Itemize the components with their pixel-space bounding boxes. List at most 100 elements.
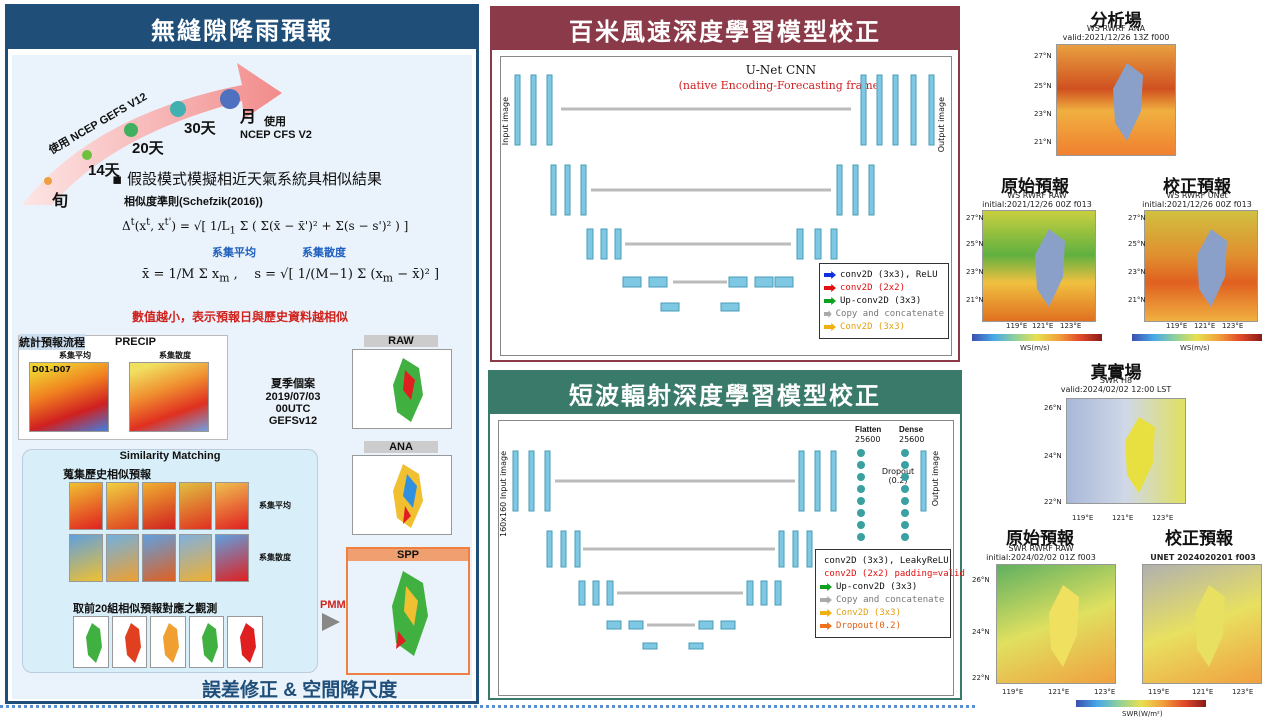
timeline-dot — [170, 101, 186, 117]
results-column: 分析場 WS RWRF ANA valid:2021/12/26 13Z f00… — [966, 0, 1280, 720]
legend-item: conv2D (2x2) — [824, 283, 944, 293]
ens-spread-label: 系集散度 — [302, 247, 346, 259]
ws-unit: WS(m/s) — [1020, 344, 1050, 352]
precip-spread-map — [129, 362, 209, 432]
cor2-title: 校正預報 — [1165, 529, 1233, 549]
similarity-matching-box: Similarity Matching 蒐集歷史相似預報 系集平均 系集散度 取… — [22, 449, 318, 673]
legend-item: Conv2D (3x3) — [820, 608, 946, 618]
swr-colorbar — [1076, 700, 1206, 707]
true-title: 真實場 — [1090, 363, 1142, 383]
n25600-a: 25600 — [855, 435, 881, 444]
bullet-label: 假設模式模擬相近天氣系統具相似結果 — [126, 170, 382, 188]
flow-box: 統計預報流程 PRECIP 系集平均 系集散度 D01-D07 — [18, 334, 228, 440]
true-swr-map — [1066, 398, 1186, 504]
raw-swr-map — [996, 564, 1116, 684]
t-30: 30天 — [184, 120, 216, 137]
cor-sub1: WS RWRF UNet — [1166, 191, 1228, 200]
seamless-forecast-panel: 無縫隙降雨預報 使用 NCEP GEFS V12 旬 14天 20天 30天 月… — [5, 4, 479, 704]
raw-title: 原始預報 — [1001, 177, 1069, 197]
timeline-arrow — [22, 63, 282, 205]
collect-label: 蒐集歷史相似預報 — [63, 469, 151, 481]
timeline-dot — [124, 123, 138, 137]
wind-legend: conv2D (3x3), ReLU conv2D (2x2) Up-conv2… — [819, 263, 949, 339]
legend-item: Copy and concatenate — [820, 595, 946, 605]
precip-mean-map: D01-D07 — [29, 362, 109, 432]
solar-unet-blocks — [512, 449, 927, 650]
legend-item: conv2D (2x2) padding=valid — [824, 569, 965, 579]
ana-title: 分析場 — [1090, 11, 1142, 31]
dense-label: Dense — [899, 425, 924, 434]
ana-ws-map — [1056, 44, 1176, 156]
t-month: 月 — [240, 109, 257, 126]
ana-label: ANA — [364, 441, 438, 453]
unet-ws-map — [1144, 210, 1258, 322]
t-20: 20天 — [132, 140, 164, 157]
bullet-text: ▪ 假設模式模擬相近天氣系統具相似結果 — [112, 170, 382, 188]
footer-title: 誤差修正 & 空間降尺度 — [202, 680, 398, 701]
spp-box: SPP — [346, 547, 470, 675]
timeline-dot — [220, 89, 240, 109]
raw-sub2: initial:2021/12/26 00Z f013 — [982, 200, 1092, 209]
mean-spread-formula: x̄ = 1/M Σ xm , s = √[ 1/(M−1) Σ (xm − x… — [142, 267, 440, 285]
swr-unit: SWR(W/m²) — [1122, 710, 1163, 718]
wind-unet-diagram: U-Net CNN (native Encoding-Forecasting f… — [500, 56, 952, 356]
unet-label: U-Net CNN — [745, 63, 817, 77]
raw2-sub2: initial:2024/02/02 01Z f003 — [986, 553, 1096, 562]
ens-mean-label: 系集平均 — [212, 247, 256, 259]
ana-sub2: valid:2021/12/26 13Z f000 — [1062, 33, 1170, 42]
t-14: 14天 — [88, 162, 120, 179]
cfs-label: 使用 — [264, 116, 286, 128]
wind-panel: 百米風速深度學習模型校正 U-Net CNN (native Encoding-… — [490, 6, 960, 362]
ws-colorbar-2 — [1132, 334, 1262, 341]
flow-label: 統計預報流程 — [19, 334, 85, 350]
solar-title: 短波輻射深度學習模型校正 — [490, 372, 960, 414]
timeline-dot — [44, 177, 52, 185]
note-label: 數值越小，表示預報日與歷史資料越相似 — [132, 310, 349, 324]
timeline-dot — [82, 150, 92, 160]
legend-item: Up-conv2D (3x3) — [820, 582, 946, 592]
similarity-formula: Δt(xt, xt') = √[ 1/L1 Σ ( Σ(x̄ − x̄')² +… — [122, 217, 409, 237]
cor-sub2: initial:2021/12/26 00Z f013 — [1142, 200, 1252, 209]
top20-label: 取前20組相似預報對應之觀測 — [73, 603, 218, 615]
n25600-b: 25600 — [899, 435, 925, 444]
spread-thumbs — [69, 534, 249, 582]
legend-item: conv2D (3x3), ReLU — [824, 270, 944, 280]
bottom-divider — [0, 705, 975, 709]
legend-item: Up-conv2D (3x3) — [824, 296, 944, 306]
sub-spread-label: 系集散度 — [159, 351, 191, 360]
mean-thumbs — [69, 482, 249, 530]
raw2-title: 原始預報 — [1006, 529, 1074, 549]
ws-colorbar — [972, 334, 1102, 341]
frame-label: (native Encoding-Forecasting frame) — [678, 79, 884, 92]
wind-title: 百米風速深度學習模型校正 — [492, 8, 958, 50]
pmm-arrow — [322, 613, 340, 631]
solar-unet-diagram: 160x160 Input image Flatten Dense 25600 … — [498, 420, 965, 696]
criterion-label: 相似度準則(Schefzik(2016)) — [124, 196, 263, 208]
seamless-forecast-title: 無縫隙降雨預報 — [8, 7, 476, 49]
t-xun: 旬 — [52, 193, 69, 210]
solar-panel: 短波輻射深度學習模型校正 160x160 Input image Flatten… — [488, 370, 965, 700]
cfs-label: NCEP CFS V2 — [240, 129, 312, 141]
ana-sub1: WS RWRF ANA — [1086, 24, 1146, 33]
legend-item: Dropout(0.2) — [820, 621, 946, 631]
raw-sub1: WS RWRF RAW — [1007, 191, 1067, 200]
flatten-label: Flatten — [855, 425, 882, 434]
solar-legend: conv2D (3x3), LeakyReLU conv2D (2x2) pad… — [815, 549, 965, 638]
ana-map — [352, 455, 452, 535]
legend-item: Copy and concatenate — [824, 309, 944, 319]
dropout-label: Dropout (0.2) — [881, 467, 915, 485]
unet-blocks — [514, 74, 935, 312]
spp-label: SPP — [348, 549, 468, 561]
obs-thumbs — [73, 616, 263, 668]
cor-title: 校正預報 — [1163, 177, 1231, 197]
true-sub2: valid:2024/02/02 12:00 LST — [1060, 385, 1172, 394]
true-sub1: SWR H8 — [1099, 376, 1133, 385]
precip-label: PRECIP — [115, 336, 156, 348]
row-spread-label: 系集散度 — [259, 553, 291, 562]
raw-label: RAW — [364, 335, 438, 347]
ws-unit-2: WS(m/s) — [1180, 344, 1210, 352]
seamless-forecast-content: 使用 NCEP GEFS V12 旬 14天 20天 30天 月 使用 NCEP… — [12, 55, 472, 701]
raw-ws-map — [982, 210, 1096, 322]
row-mean-label: 系集平均 — [259, 501, 291, 510]
